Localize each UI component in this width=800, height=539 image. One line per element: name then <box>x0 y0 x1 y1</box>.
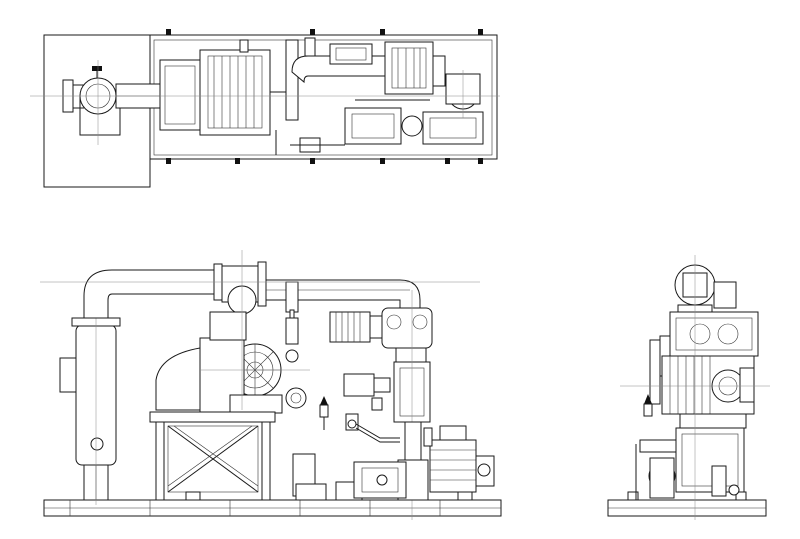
top-view-mounting-lugs <box>166 29 483 164</box>
side-view-top-housing <box>674 264 737 314</box>
front-view-main-pipe <box>83 261 421 319</box>
front-view-middle-column <box>343 290 431 520</box>
side-view <box>607 255 770 520</box>
front-view-upper-motor-blower <box>329 307 433 363</box>
side-view-lower-tank <box>635 394 745 500</box>
front-view-lower-skid <box>292 425 495 501</box>
top-view-separator <box>62 66 121 136</box>
front-view-valves <box>285 309 400 443</box>
front-view <box>40 250 502 520</box>
front-view-main-blower <box>155 311 307 414</box>
top-view <box>30 29 500 188</box>
front-view-separator <box>59 300 121 505</box>
top-view-blower-2 <box>384 41 481 110</box>
front-view-support-frame <box>149 411 276 501</box>
side-view-main-body <box>661 355 755 429</box>
top-view-lower-pump-train <box>275 99 484 155</box>
top-view-blower-1 <box>159 39 290 136</box>
